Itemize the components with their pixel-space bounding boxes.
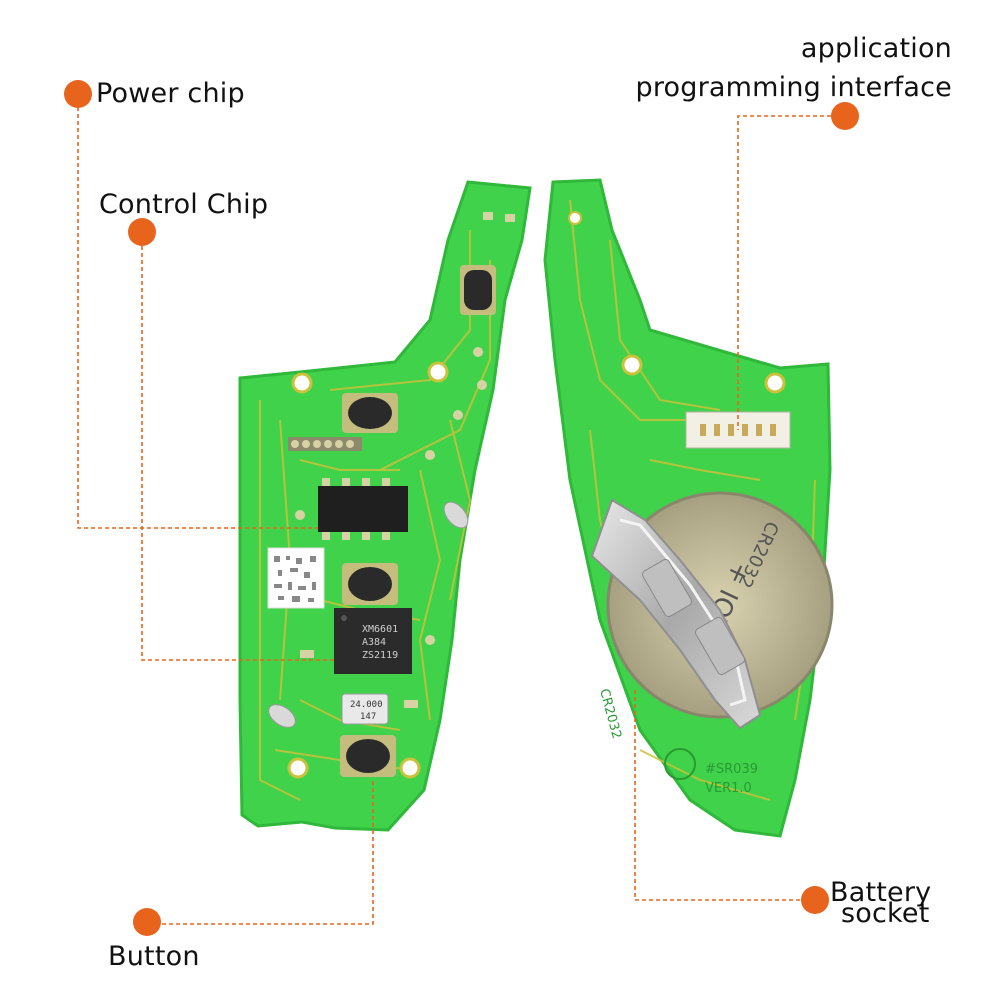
button-upper (342, 393, 398, 433)
svg-text:CR2032: CR2032 (596, 687, 624, 740)
api-label-line1: application (800, 33, 952, 64)
qr-code-label (267, 547, 325, 609)
button-top (460, 265, 496, 315)
battery-callout-line (634, 690, 815, 901)
left-header-pins (288, 437, 362, 451)
crystal-oscillator: 24.000 147 (341, 693, 389, 725)
svg-text:147: 147 (360, 712, 376, 722)
callout-dots (64, 80, 859, 936)
control-chip-label: Control Chip (99, 189, 269, 220)
control-chip-callout-line (141, 232, 334, 661)
battery-label-line2: socket (841, 898, 930, 929)
api-label-line2: programming interface (635, 72, 952, 103)
power-chip-callout-line (77, 100, 318, 529)
left-ovals (268, 501, 469, 728)
svg-text:VER1.0: VER1.0 (705, 781, 752, 796)
svg-text:ZS2119: ZS2119 (362, 650, 398, 661)
svg-text:A384: A384 (362, 637, 386, 648)
button-dot (133, 908, 161, 936)
left-pcb-board: XM6601 A384 ZS2119 24.000 147 (238, 180, 532, 832)
battery-dot (801, 886, 829, 914)
button-bottom (340, 735, 396, 777)
svg-text:#SR039: #SR039 (705, 762, 758, 777)
control-chip: XM6601 A384 ZS2119 (334, 608, 412, 674)
battery-label-line1: Battery (830, 877, 932, 908)
button-callout-line (148, 778, 374, 925)
control-chip-dot (128, 218, 156, 246)
power-chip-label: Power chip (96, 78, 245, 109)
right-pcb-board: + IOV CR2032 CR2032 #SR039 VER1.0 (543, 178, 834, 838)
svg-text:24.000: 24.000 (350, 700, 383, 710)
button-label: Button (108, 941, 200, 972)
api-callout-line (737, 115, 845, 430)
battery-socket: + IOV CR2032 (590, 491, 834, 730)
left-small-pads (295, 212, 515, 708)
button-middle (342, 563, 398, 605)
api-dot (831, 102, 859, 130)
callout-lines (77, 100, 845, 925)
power-chip (318, 478, 408, 540)
svg-text:XM6601: XM6601 (362, 624, 398, 635)
power-chip-dot (64, 80, 92, 108)
